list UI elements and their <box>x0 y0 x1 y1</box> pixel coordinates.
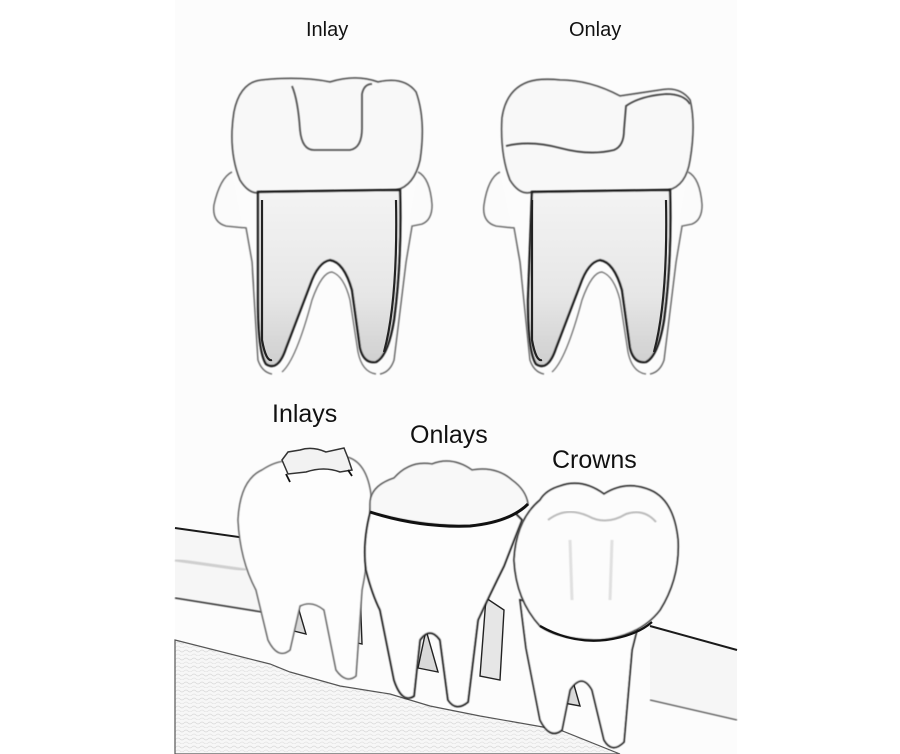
onlay-tooth <box>363 460 530 708</box>
onlays-label: Onlays <box>410 421 488 449</box>
onlay-label: Onlay <box>569 19 622 41</box>
inlay-tooth <box>237 447 373 680</box>
crowns-label: Crowns <box>552 446 637 474</box>
onlay-cross-section <box>482 78 703 375</box>
jaw-illustration <box>174 447 738 754</box>
inlay-cross-section <box>212 77 433 375</box>
inlays-label: Inlays <box>272 400 338 428</box>
inlay-label: Inlay <box>306 19 349 41</box>
crown-tooth <box>513 482 680 749</box>
